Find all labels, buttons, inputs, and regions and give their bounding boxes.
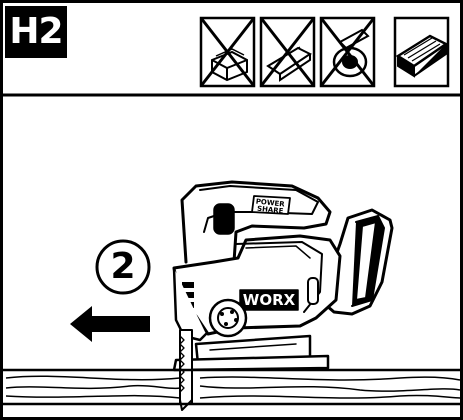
svg-text:POWER: POWER <box>255 198 285 209</box>
wooden-board <box>2 368 461 406</box>
wood-plank-allowed-icon <box>393 16 450 88</box>
step-label: H2 <box>5 6 67 58</box>
material-icons <box>199 16 450 88</box>
step-number: 2 <box>110 246 136 287</box>
svg-text:SHARE: SHARE <box>257 205 284 216</box>
metal-disc-crossed-icon <box>319 16 376 88</box>
svg-text:WORX: WORX <box>243 291 296 309</box>
plank-crossed-icon <box>259 16 316 88</box>
step-number-circle <box>95 239 151 295</box>
direction-arrow-icon <box>70 306 150 342</box>
wood-block-crossed-icon <box>199 16 256 88</box>
jigsaw-illustration: POWER SHARE WORX <box>172 180 394 411</box>
